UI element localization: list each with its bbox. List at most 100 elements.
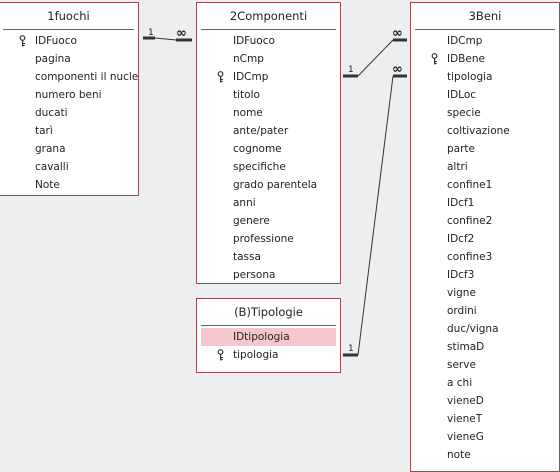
- many-cardinality-label: ∞: [392, 26, 403, 41]
- field-name: IDtipologia: [233, 331, 290, 343]
- field-row[interactable]: IDCmp: [411, 32, 559, 50]
- table-title[interactable]: 3Beni: [415, 3, 555, 30]
- field-row[interactable]: IDcf3: [411, 266, 559, 284]
- field-row[interactable]: vieneT: [411, 410, 559, 428]
- field-row[interactable]: IDFuoco: [197, 32, 340, 50]
- field-name: ducati: [35, 107, 68, 119]
- field-row[interactable]: numero beni: [0, 86, 138, 104]
- field-row[interactable]: a chi: [411, 374, 559, 392]
- field-name: nome: [233, 107, 263, 119]
- relationship-2componenti-3beni[interactable]: 1 ∞: [343, 26, 407, 78]
- field-name: pagina: [35, 53, 71, 65]
- field-row[interactable]: grana: [0, 140, 138, 158]
- primary-key-icon: [431, 53, 438, 65]
- field-name: confine1: [447, 179, 493, 191]
- field-name: IDcf2: [447, 233, 475, 245]
- field-name: ante/pater: [233, 125, 289, 137]
- field-row[interactable]: vigne: [411, 284, 559, 302]
- field-row[interactable]: nome: [197, 104, 340, 122]
- field-name: note: [447, 449, 471, 461]
- field-name: titolo: [233, 89, 260, 101]
- field-row[interactable]: tipologia: [411, 68, 559, 86]
- field-name: serve: [447, 359, 476, 371]
- field-row[interactable]: persona: [197, 266, 340, 283]
- field-name: IDFuoco: [35, 35, 77, 47]
- field-name: specifiche: [233, 161, 286, 173]
- field-row[interactable]: confine1: [411, 176, 559, 194]
- field-row[interactable]: confine2: [411, 212, 559, 230]
- field-row[interactable]: IDcf2: [411, 230, 559, 248]
- field-row[interactable]: IDLoc: [411, 86, 559, 104]
- relationship-1fuochi-2componenti[interactable]: 1 ∞: [143, 26, 192, 42]
- field-row[interactable]: IDtipologia: [201, 328, 336, 346]
- field-row[interactable]: grado parentela: [197, 176, 340, 194]
- field-name: tassa: [233, 251, 261, 263]
- field-row[interactable]: parte: [411, 140, 559, 158]
- many-cardinality-label: ∞: [176, 26, 187, 41]
- field-row[interactable]: IDFuoco: [0, 32, 138, 50]
- field-name: parte: [447, 143, 475, 155]
- field-name: vieneD: [447, 395, 484, 407]
- field-row[interactable]: stimaD: [411, 338, 559, 356]
- field-row[interactable]: tassa: [197, 248, 340, 266]
- field-name: IDcf3: [447, 269, 475, 281]
- field-row[interactable]: serve: [411, 356, 559, 374]
- field-row[interactable]: duc/vigna: [411, 320, 559, 338]
- field-row[interactable]: cognome: [197, 140, 340, 158]
- field-row[interactable]: anni: [197, 194, 340, 212]
- field-row[interactable]: ordini: [411, 302, 559, 320]
- field-name: IDCmp: [447, 35, 483, 47]
- field-name: coltivazione: [447, 125, 510, 137]
- field-name: vieneG: [447, 431, 484, 443]
- field-row[interactable]: IDcf1: [411, 194, 559, 212]
- field-row[interactable]: IDBene: [411, 50, 559, 68]
- field-name: confine3: [447, 251, 493, 263]
- field-row[interactable]: note: [411, 446, 559, 464]
- table-title[interactable]: 1fuochi: [3, 3, 134, 30]
- table-title[interactable]: 2Componenti: [201, 3, 336, 30]
- field-row[interactable]: IDCmp: [197, 68, 340, 86]
- field-name: cavalli: [35, 161, 69, 173]
- field-row[interactable]: componenti il nucle: [0, 68, 138, 86]
- relationship-tipologie-3beni[interactable]: 1 ∞: [343, 62, 407, 357]
- field-row[interactable]: tarì: [0, 122, 138, 140]
- field-row[interactable]: ducati: [0, 104, 138, 122]
- many-cardinality-label: ∞: [392, 62, 403, 77]
- field-name: IDFuoco: [233, 35, 275, 47]
- field-row[interactable]: confine3: [411, 248, 559, 266]
- field-row[interactable]: nCmp: [197, 50, 340, 68]
- field-name: genere: [233, 215, 270, 227]
- field-row[interactable]: vieneD: [411, 392, 559, 410]
- field-name: tipologia: [233, 349, 279, 361]
- primary-key-icon: [217, 71, 224, 83]
- field-row[interactable]: ante/pater: [197, 122, 340, 140]
- field-name: stimaD: [447, 341, 485, 353]
- field-name: tarì: [35, 125, 53, 137]
- field-row[interactable]: titolo: [197, 86, 340, 104]
- field-row[interactable]: coltivazione: [411, 122, 559, 140]
- one-cardinality-label: 1: [348, 65, 354, 75]
- table-title[interactable]: (B)Tipologie: [201, 299, 336, 326]
- field-row[interactable]: genere: [197, 212, 340, 230]
- field-row[interactable]: cavalli: [0, 158, 138, 176]
- field-row[interactable]: professione: [197, 230, 340, 248]
- field-row[interactable]: altri: [411, 158, 559, 176]
- field-row[interactable]: specifiche: [197, 158, 340, 176]
- table-1fuochi[interactable]: 1fuochi IDFuoco pagina componenti il nucle…: [0, 2, 139, 196]
- field-row[interactable]: specie: [411, 104, 559, 122]
- table-b-tipologie[interactable]: (B)Tipologie IDtipologia tipologia: [196, 298, 341, 373]
- field-row[interactable]: pagina: [0, 50, 138, 68]
- field-name: specie: [447, 107, 481, 119]
- field-row[interactable]: tipologia: [197, 346, 340, 364]
- field-row[interactable]: vieneG: [411, 428, 559, 446]
- field-name: grado parentela: [233, 179, 318, 191]
- field-name: confine2: [447, 215, 493, 227]
- field-name: ordini: [447, 305, 477, 317]
- field-name: professione: [233, 233, 294, 245]
- field-row[interactable]: Note: [0, 176, 138, 194]
